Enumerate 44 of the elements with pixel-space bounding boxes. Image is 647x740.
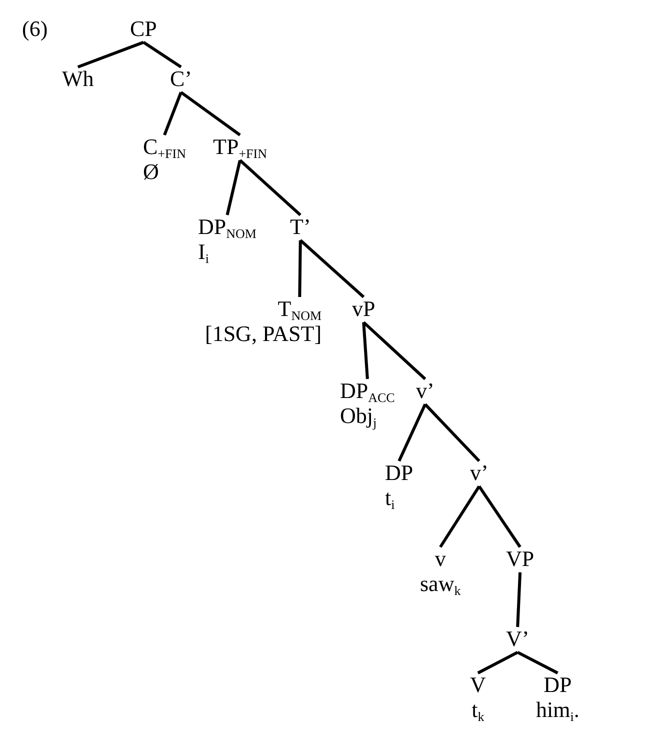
tree-branch — [398, 404, 427, 462]
category-label: v’ — [416, 378, 434, 404]
tree-branch — [142, 41, 182, 68]
tree-branch — [298, 240, 302, 298]
tree-branch — [77, 40, 144, 68]
category-label: C$_{+FIN}$ — [143, 134, 186, 160]
word-label: Obj$_{j}$ — [340, 403, 377, 429]
tree-branch — [163, 92, 182, 136]
category-label: TP$_{+FIN}$ — [213, 134, 267, 160]
category-label: DP — [544, 672, 572, 698]
tree-branch — [478, 485, 522, 548]
category-label: VP — [506, 546, 534, 572]
tree-branch — [226, 160, 242, 216]
tree-branch — [362, 322, 369, 380]
category-label: V’ — [506, 626, 530, 652]
category-label: V — [470, 672, 486, 698]
tree-branch — [180, 91, 241, 136]
word-label: Ø — [143, 159, 159, 185]
tree-branch — [516, 650, 558, 674]
word-label: him$_{i}$. — [536, 697, 580, 723]
category-label: T$_{NOM}$ — [278, 296, 322, 322]
word-label: t$_{i}$ — [385, 485, 395, 511]
tree-branch — [439, 485, 480, 548]
category-label: C’ — [170, 66, 192, 92]
category-label: T’ — [290, 214, 311, 240]
category-label: DP$_{ACC}$ — [340, 378, 395, 404]
category-label: v — [434, 546, 446, 572]
tree-branch — [516, 572, 522, 628]
example-number: (6) — [22, 16, 48, 42]
tree-branch — [299, 239, 365, 298]
word-label: [1SG, PAST] — [205, 321, 322, 347]
tree-branch — [477, 650, 518, 674]
category-label: vP — [352, 296, 376, 322]
word-label: t$_{k}$ — [472, 697, 484, 723]
category-label: DP$_{NOM}$ — [198, 214, 256, 240]
tree-branch — [238, 159, 302, 216]
tree-branch — [362, 321, 426, 380]
tree-branch — [424, 403, 480, 462]
category-label: v’ — [470, 460, 488, 486]
word-label: saw$_{k}$ — [420, 571, 461, 597]
category-label: DP — [385, 460, 414, 486]
word-label: I$_{i}$ — [198, 239, 209, 265]
category-label: Wh — [62, 66, 94, 92]
category-label: CP — [130, 16, 157, 42]
